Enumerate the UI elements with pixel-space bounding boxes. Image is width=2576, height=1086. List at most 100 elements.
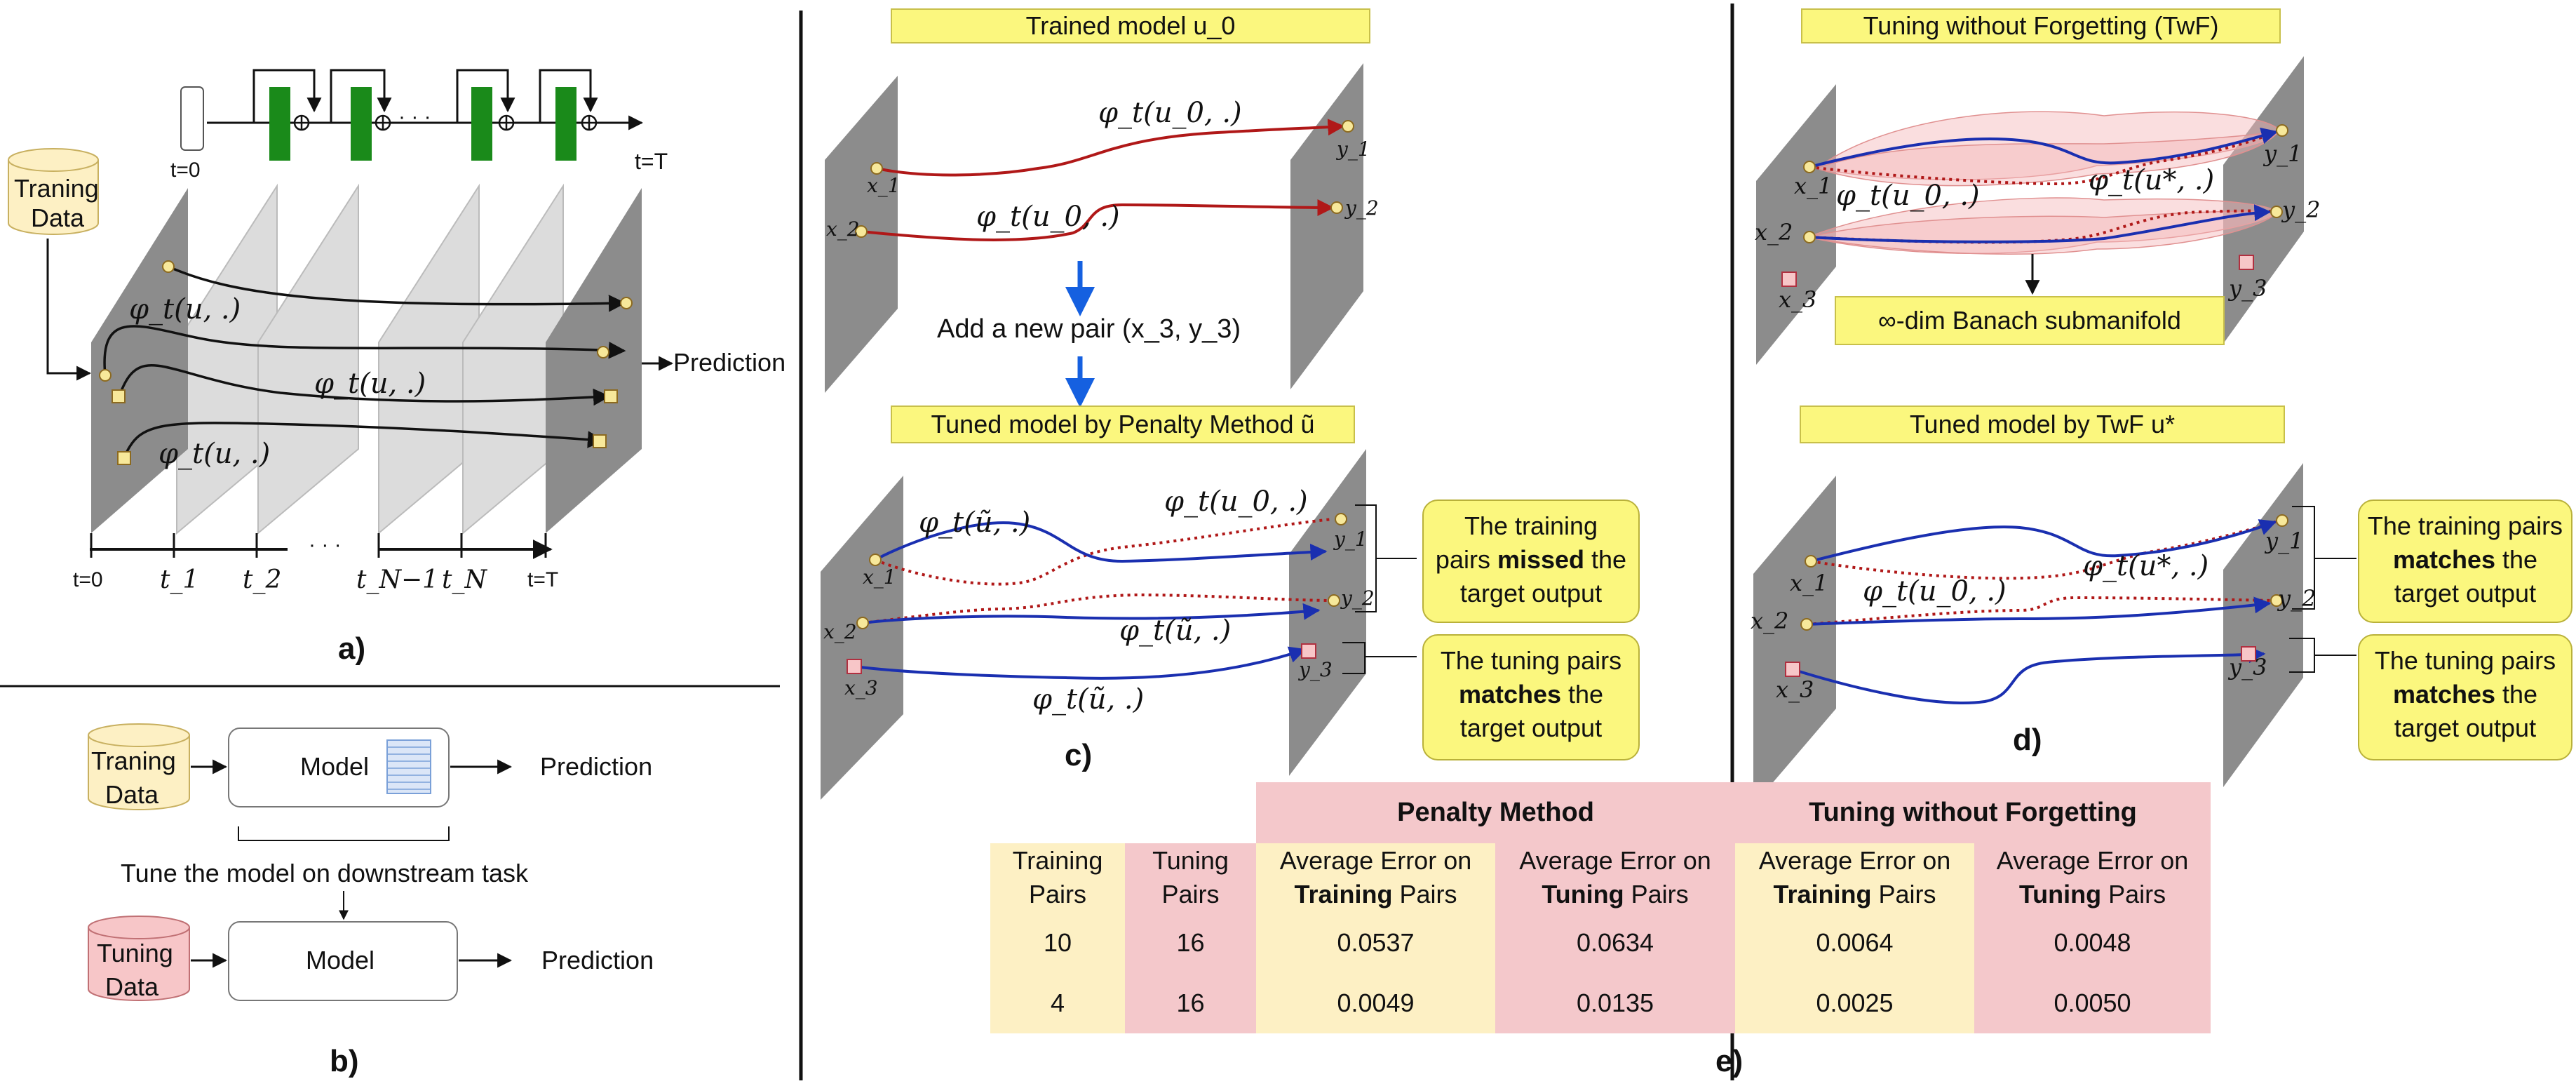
a-axis-t0: t=0: [73, 568, 103, 591]
c-add-pair: Add a new pair (x_3, y_3): [937, 314, 1241, 344]
c-by1: y_1: [1334, 528, 1368, 551]
a-training-data-2: Data: [31, 203, 85, 232]
d-bot-input-plane: [1753, 476, 1836, 805]
results-table: Penalty Method Tuning without Forgetting…: [990, 782, 2211, 1033]
c-top-output-plane: [1290, 63, 1363, 389]
d-y1: y_1: [2264, 140, 2302, 167]
c-x1: x_1: [867, 174, 901, 197]
c-title-bottom: Tuned model by Penalty Method ũ: [891, 405, 1355, 443]
group-twf: Tuning without Forgetting: [1735, 782, 2211, 843]
b-prediction-2: Prediction: [541, 946, 654, 974]
d-title-top: Tuning without Forgetting (TwF): [1801, 8, 2281, 43]
d-top-red-1: [1809, 129, 2279, 186]
c-callout-missed: The training pairs missed the target out…: [1422, 500, 1640, 623]
c-top-path-2: [861, 199, 1335, 241]
a-training-data-1: Traning: [14, 174, 99, 203]
d-by2: y_2: [2278, 585, 2317, 612]
panel-d: [1753, 56, 2356, 805]
c-bot-blue-1: [875, 521, 1328, 563]
d-by3: y_3: [2229, 654, 2267, 681]
d-x1: x_1: [1794, 173, 1833, 199]
d-bot-blue-2: [1806, 596, 2272, 626]
d-y2: y_2: [2282, 196, 2321, 223]
training-data-cylinder-b: [88, 723, 190, 810]
d-phi-b-1: φ_t(u*, .): [2083, 550, 2209, 582]
d-top-input-plane: [1756, 84, 1836, 365]
table-row: 4 16 0.0049 0.0135 0.0025 0.0050: [990, 973, 2211, 1033]
a-axis-tN1: t_N−1: [356, 565, 439, 594]
c-y1: y_1: [1337, 138, 1370, 161]
model-box-b2: [228, 921, 458, 1001]
c-phi-b-1: φ_t(ũ, .): [919, 507, 1031, 539]
panel-c: [821, 63, 1417, 800]
a-axis-t2: t_2: [243, 565, 282, 594]
c-x2: x_2: [826, 217, 860, 241]
c-phi-b-2: φ_t(u_0, .): [1164, 485, 1308, 518]
tune-bracket: [238, 826, 450, 841]
trajectories-a: [103, 265, 626, 457]
b-prediction: Prediction: [540, 752, 653, 781]
d-top-blue-2: [1809, 204, 2272, 243]
d-bracket-tuning: [2289, 638, 2356, 673]
c-callout-matches: The tuning pairs matches the target outp…: [1422, 634, 1640, 760]
d-x3: x_3: [1779, 286, 1817, 313]
c-panel-label: c): [1065, 738, 1093, 772]
b-model-2: Model: [306, 946, 375, 974]
b-training-data-1: Traning: [91, 746, 176, 775]
data-points-a: [99, 260, 633, 465]
c-bot-output-plane: [1289, 449, 1366, 776]
e-panel-label: e): [1715, 1044, 1744, 1078]
table-row: 10 16 0.0537 0.0634 0.0064 0.0048: [990, 912, 2211, 973]
c-phi-b-4: φ_t(ũ, .): [1032, 683, 1145, 716]
c-y2: y_2: [1345, 196, 1379, 220]
light-planes: [176, 183, 564, 535]
c-phi-b-3: φ_t(ũ, .): [1119, 615, 1232, 647]
c-bot-blue-3: [854, 646, 1307, 680]
group-penalty: Penalty Method: [1256, 782, 1735, 843]
panel-a: [8, 69, 674, 559]
c-bot-blue-2: [862, 603, 1321, 624]
a-tT-top: t=T: [635, 149, 668, 174]
panel-b: [88, 723, 513, 1001]
d-bot-output-plane: [2223, 463, 2303, 787]
c-bot-red-2: [862, 593, 1329, 624]
d-bot-blue-1: [1810, 519, 2277, 563]
a-axis-tN: t_N: [442, 565, 487, 594]
a-axis-t1: t_1: [160, 565, 199, 594]
a-dots-top: · · ·: [398, 105, 431, 128]
a-t0-top: t=0: [170, 159, 201, 182]
b-tuning-data-2: Data: [105, 972, 159, 1001]
a-panel-label: a): [338, 631, 366, 666]
c-bot-red-1: [875, 518, 1333, 586]
d-y3: y_3: [2229, 275, 2267, 302]
d-banach-box: ∞-dim Banach submanifold: [1835, 296, 2225, 345]
d-bot-blue-3: [1796, 646, 2266, 704]
t0-block: [180, 86, 204, 151]
d-phi-b-2: φ_t(u_0, .): [1863, 575, 2007, 608]
d-bot-red-1: [1810, 519, 2280, 580]
a-phi-3: φ_t(u, .): [159, 438, 271, 470]
model-weights-icon: [386, 739, 431, 794]
b-panel-label: b): [330, 1044, 359, 1078]
c-bx1: x_1: [863, 565, 896, 589]
d-panel-label: d): [2013, 723, 2042, 757]
a-axis-dots: · · ·: [309, 533, 342, 556]
c-bx2: x_2: [823, 620, 857, 643]
input-plane: [91, 188, 188, 533]
d-title-bottom: Tuned model by TwF u*: [1800, 405, 2285, 443]
d-x2: x_2: [1755, 219, 1793, 246]
d-by1: y_1: [2265, 528, 2304, 554]
c-bracket-matches: [1342, 642, 1417, 674]
d-callout-training: The training pairs matches the target ou…: [2358, 500, 2572, 623]
d-bx1: x_1: [1790, 570, 1828, 596]
c-bracket-missed: [1355, 504, 1417, 612]
output-plane: [546, 188, 642, 533]
